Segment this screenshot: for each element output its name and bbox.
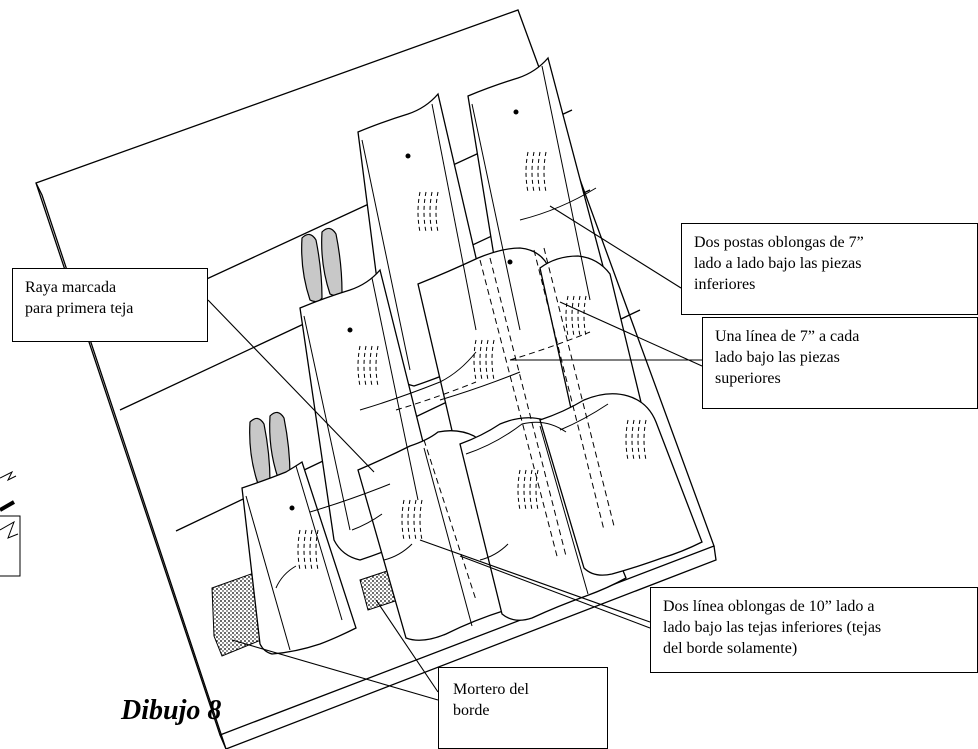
callout-line: Una línea de 7” a cada	[715, 328, 860, 345]
callout-line: superiores	[715, 370, 781, 387]
callout-lower-oblong-pads: Dos postas oblongas de 7” lado a lado ba…	[681, 223, 978, 315]
roof-tiles	[241, 56, 703, 655]
leader-lines	[207, 205, 703, 701]
callout-edge-oblong-lines: Dos línea oblongas de 10” lado a lado ba…	[650, 587, 978, 673]
callout-line: Dos línea oblongas de 10” lado a	[663, 598, 875, 615]
edge-detail-icon	[0, 470, 21, 577]
figure-title: Dibujo 8	[121, 695, 222, 726]
callout-line: Mortero del	[453, 681, 529, 698]
callout-first-tile-line: Raya marcada para primera teja	[12, 268, 208, 342]
callout-line: Dos postas oblongas de 7”	[694, 234, 864, 251]
callout-upper-line: Una línea de 7” a cada lado bajo las pie…	[702, 317, 978, 409]
callout-line: borde	[453, 702, 490, 719]
callout-edge-mortar: Mortero del borde	[438, 667, 608, 749]
callout-line: del borde solamente)	[663, 640, 798, 657]
callout-line: lado bajo las piezas	[715, 349, 840, 366]
tile-details	[245, 65, 615, 651]
callout-line: lado bajo las tejas inferiores (tejas	[663, 619, 882, 636]
callout-line: lado a lado bajo las piezas	[694, 255, 862, 272]
callout-line: para primera teja	[25, 300, 134, 317]
callout-line: Raya marcada	[25, 279, 117, 296]
callout-line: inferiores	[694, 276, 756, 293]
